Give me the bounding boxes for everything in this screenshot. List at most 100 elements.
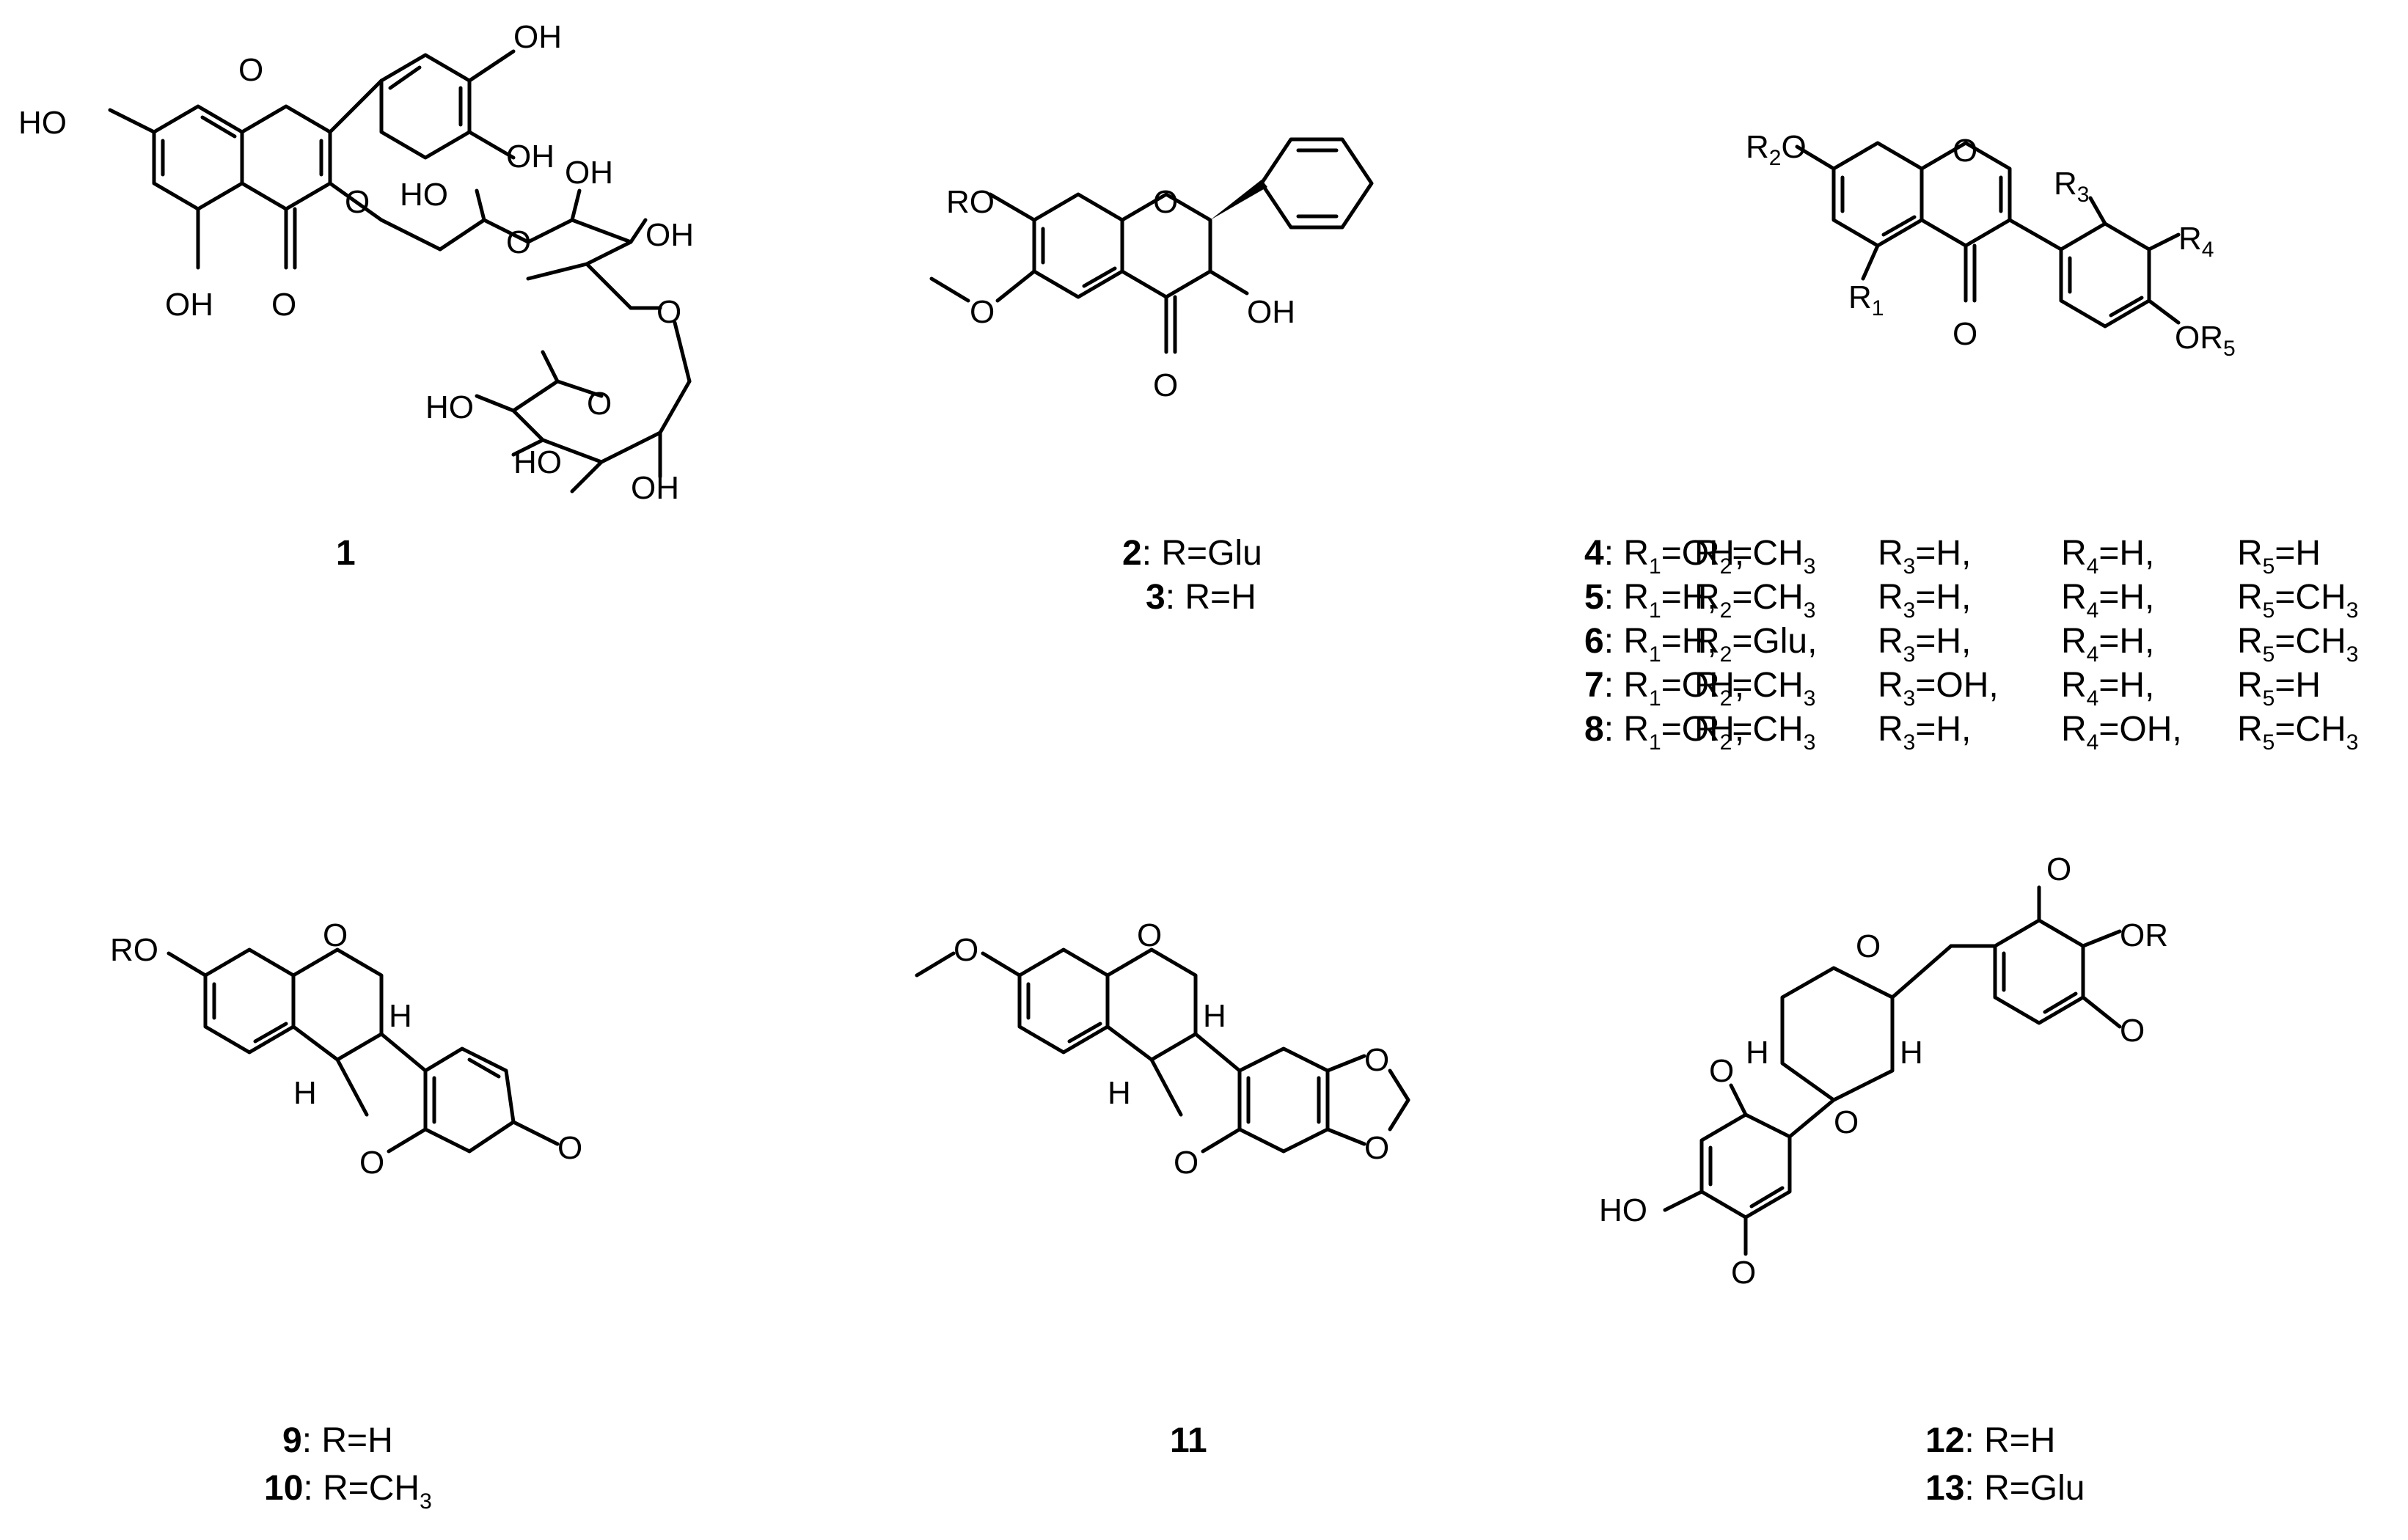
compound-6-caption: 6: R1=H, [1584,622,1717,667]
atom-label: O [2046,851,2071,887]
compound-10-caption: 10: R=CH3 [264,1469,432,1514]
compound-10-sub: 3 [420,1489,432,1514]
compound-5-r5: R5=CH3 [2237,578,2358,623]
atom-label: O [1709,1053,1734,1089]
atom-label: O [970,294,995,330]
atom-label: OH [565,155,613,191]
atom-label: HO [1599,1192,1647,1228]
atom-label: O [1137,917,1162,953]
atom-label: O [1953,133,1977,169]
compound-5-caption: 5: R1=H, [1584,578,1717,623]
atom-label: O [359,1145,384,1181]
atom-label: O [1174,1145,1198,1181]
compound-8-r4: R4=OH, [2061,710,2182,755]
atom-label: O [557,1130,582,1166]
compound-4-r2: R2=CH3 [1694,534,1815,579]
atom-label: HO [18,105,67,141]
atom-label: H [1203,998,1226,1034]
compound-1-structure: HO O OH OH OH O O HO O OH OH O O HO HO O… [18,19,694,506]
atom-label: O [323,917,348,953]
atom-label: O [1153,184,1178,220]
atom-label: O [1364,1130,1389,1166]
atom-label: O [1834,1104,1859,1140]
atom-label: O [587,386,612,422]
or5-label: OR5 [2175,320,2236,361]
compound-7-r2: R2=CH3 [1694,666,1815,711]
atom-label: H [293,1075,317,1111]
compound-4-8-structure: O O R2O R1 R3 R4 OR5 [1746,129,2236,361]
compound-12-13-structure: O OR O O H H O O HO O [1599,851,2168,1291]
compound-7-r4: R4=H, [2061,666,2154,711]
compound-13-number: 13 [1925,1469,1964,1508]
compound-5-r3: R3=H, [1878,578,1971,623]
atom-label: OH [513,19,562,55]
compound-13-rgroup: : R=Glu [1964,1469,2085,1508]
atom-label: O [345,184,370,220]
compound-10-number: 10 [264,1469,303,1508]
atom-label: O [954,932,978,968]
atom-label: OH [165,287,213,323]
atom-label: O [1953,316,1977,352]
atom-label: HO [425,389,474,425]
compound-7-r3: R3=OH, [1878,666,1999,711]
atom-label: O [271,287,296,323]
atom-label: O [238,52,263,88]
compound-4-r4: R4=H, [2061,534,2154,579]
compound-8-r3: R3=H, [1878,710,1971,755]
atom-label: H [1900,1035,1923,1071]
compound-10-rgroup: : R=CH [303,1469,420,1508]
compound-4-r3: R3=H, [1878,534,1971,579]
compound-2-3-structure: O RO O O OH [929,137,1374,403]
compound-4-caption: 4: R1=OH, [1584,534,1744,579]
compound-9-rgroup: : R=H [302,1421,393,1460]
r4-label: R4 [2178,221,2214,262]
compound-8-caption: 8: R1=OH, [1584,710,1744,755]
compound-11-label: 11 [1170,1421,1207,1460]
atom-label: OR [2120,917,2168,953]
atom-label: O [506,224,531,260]
compound-11-structure: O O H H O O O [915,917,1410,1181]
compound-6-r2: R2=Glu, [1694,622,1817,667]
compound-9-10-structure: O RO H H O O [110,917,582,1181]
atom-label: HO [400,177,448,213]
compound-12-caption: 12: R=H [1925,1421,2055,1460]
compound-2-caption: 2: R=Glu [1122,534,1262,573]
atom-label: H [389,998,412,1034]
compound-5-r4: R4=H, [2061,578,2154,623]
compound-3-rgroup: : R=H [1165,578,1256,617]
atom-label: RO [110,932,158,968]
atom-label: O [1856,928,1881,964]
compound-3-number: 3 [1146,578,1165,617]
compound-9-number: 9 [282,1421,302,1460]
compound-9-caption: 9: R=H [282,1421,393,1460]
atom-label: OH [645,217,694,253]
compound-2-rgroup: : R=Glu [1142,534,1262,573]
atom-label: H [1746,1035,1769,1071]
compound-8-r5: R5=CH3 [2237,710,2358,755]
compound-3-caption: 3: R=H [1146,578,1256,617]
compound-4-r5: R5=H [2237,534,2321,579]
compound-6-r4: R4=H, [2061,622,2154,667]
atom-label: O [656,294,681,330]
compound-12-rgroup: : R=H [1964,1421,2055,1460]
atom-label: OH [1247,294,1295,330]
r2o-label: R2O [1746,129,1807,170]
atom-label: O [1153,367,1178,403]
compound-5-r2: R2=CH3 [1694,578,1815,623]
atom-label: O [2120,1013,2145,1049]
compound-12-number: 12 [1925,1421,1964,1460]
compound-7-caption: 7: R1=OH, [1584,666,1744,711]
atom-label: O [1364,1042,1389,1078]
r3-label: R3 [2054,166,2089,207]
r1-label: R1 [1848,279,1884,320]
atom-label: OH [631,470,679,506]
atom-label: O [1731,1255,1756,1291]
compound-1-label: 1 [336,534,356,573]
atom-label: H [1108,1075,1131,1111]
compound-13-caption: 13: R=Glu [1925,1469,2085,1508]
compound-7-r5: R5=H [2237,666,2321,711]
compound-8-r2: R2=CH3 [1694,710,1815,755]
